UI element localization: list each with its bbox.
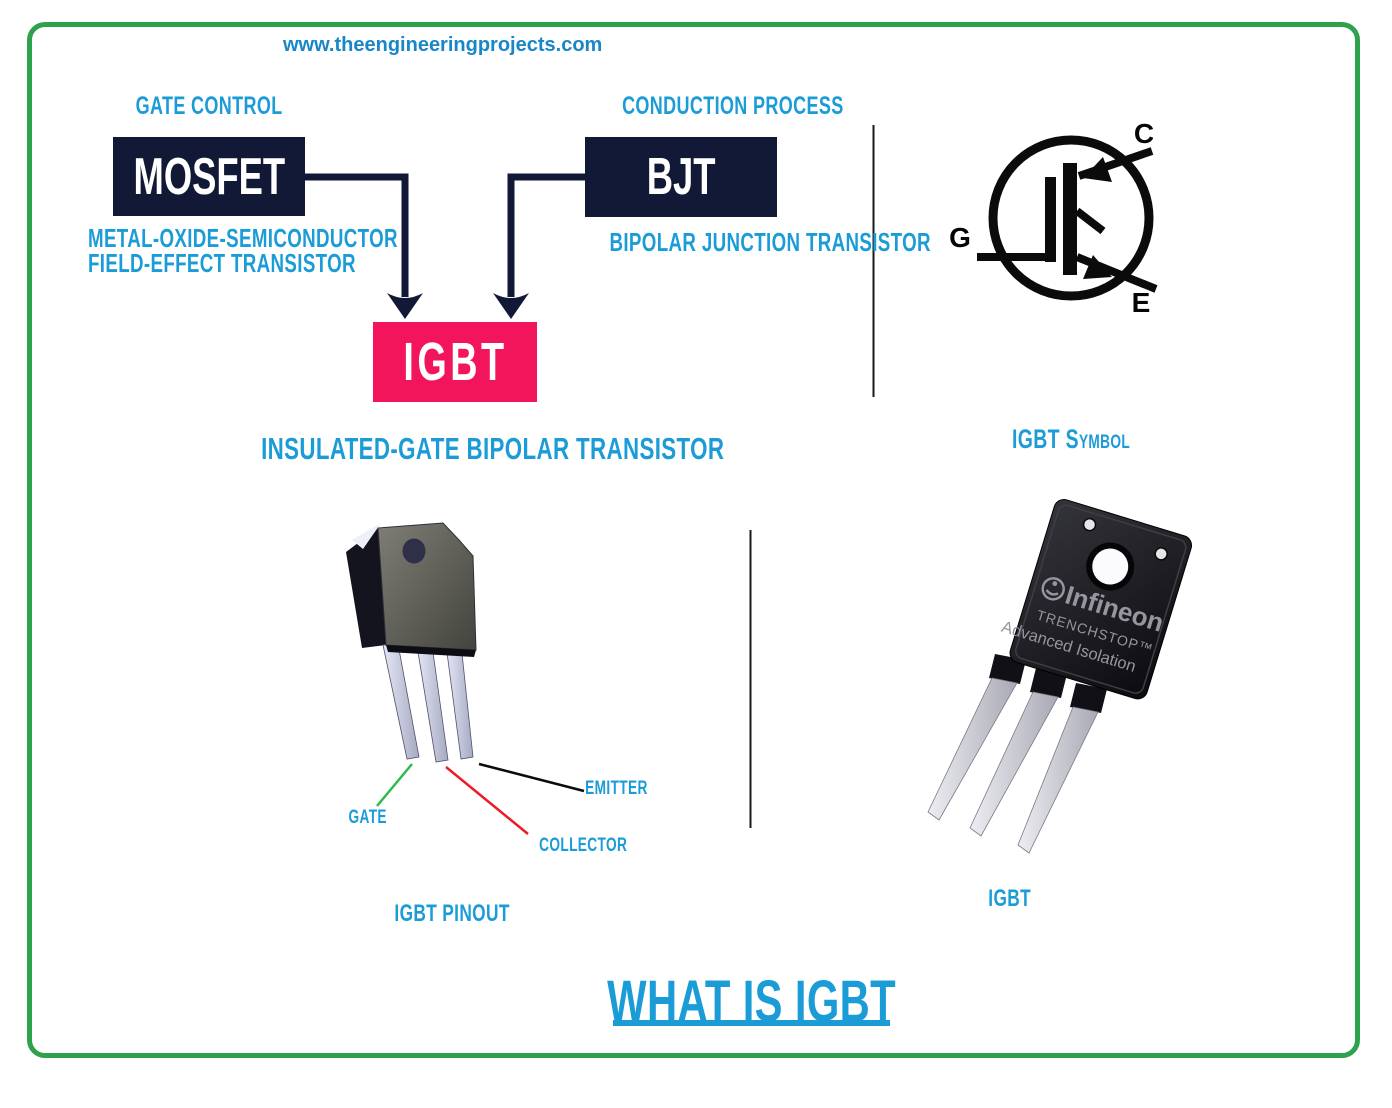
flow-connector-arrows (305, 173, 586, 319)
mosfet-subtitle-line1: METAL-OXIDE-SEMICONDUCTOR (88, 223, 398, 253)
bjt-box: BJT (585, 137, 777, 217)
igbt-full-name-caption: INSULATED-GATE BIPOLAR TRANSISTOR (261, 431, 725, 466)
igbt-symbol-caption: IGBT Symbol (1011, 424, 1131, 454)
gate-control-caption: GATE CONTROL (135, 92, 283, 120)
igbt-pinout-caption: IGBT PINOUT (394, 900, 510, 927)
bjt-subtitle: BIPOLAR JUNCTION TRANSISTOR (609, 227, 931, 257)
mosfet-box: MOSFET (113, 137, 305, 216)
pin-pointer-lines (376, 762, 585, 835)
pin-label-emitter: EMITTER (585, 778, 648, 799)
igbt-symbol-icon (977, 135, 1158, 301)
igbt-result-box: IGBT (373, 322, 537, 402)
mosfet-subtitle-line2: FIELD-EFFECT TRANSISTOR (88, 248, 356, 278)
terminal-label-c: C (1133, 118, 1155, 149)
pinout-package-drawing (346, 522, 477, 763)
igbt-device-caption: IGBT (988, 885, 1032, 912)
page-title-underline (613, 1020, 890, 1026)
infineon-device-drawing: Infineon TRENCHSTOP™ Advanced Isolation (927, 498, 1193, 854)
pin-label-gate: GATE (348, 807, 388, 828)
terminal-label-g: G (949, 222, 971, 253)
green-border-frame (27, 22, 1360, 1058)
terminal-label-e: E (1131, 287, 1151, 318)
infineon-logo-icon (1041, 577, 1065, 601)
website-url: www.theengineeringprojects.com (283, 34, 603, 56)
conduction-process-caption: CONDUCTION PROCESS (622, 92, 844, 120)
pin-label-collector: COLLECTOR (539, 835, 628, 856)
